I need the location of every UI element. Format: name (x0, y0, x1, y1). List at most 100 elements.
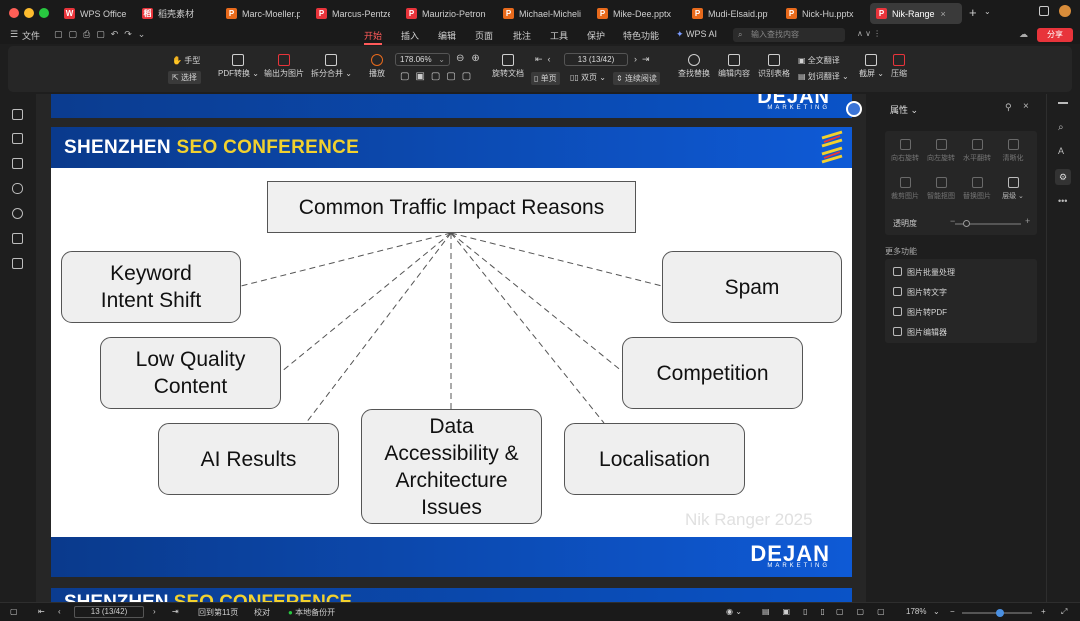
attachment-icon[interactable] (12, 208, 23, 219)
page-badge-icon[interactable] (846, 101, 862, 117)
word-translate-button[interactable]: ▤ 划词翻译 ⌄ (798, 72, 849, 81)
collapse-icon[interactable] (1058, 102, 1068, 104)
first-page-icon[interactable]: ⇤ (38, 607, 45, 616)
find-replace-button[interactable]: 查找替换 (678, 54, 710, 79)
window-mode-icon[interactable] (1039, 6, 1049, 16)
zoom-slider[interactable] (962, 609, 1032, 617)
maximize-window-button[interactable] (39, 8, 49, 18)
page-number-input[interactable]: 13 (13/42) (564, 53, 628, 66)
back-to-page-button[interactable]: 回到第11页 (198, 608, 239, 617)
quick-access-icons[interactable]: ▢▢⎙▢↶↷⌄ (54, 29, 152, 39)
opacity-minus-icon[interactable]: − (950, 216, 956, 226)
search-input[interactable]: ⌕ 输入查找内容 (733, 28, 845, 42)
menu-file[interactable]: 文件 (22, 31, 41, 41)
screenshot-button[interactable]: 截屏 ⌄ (859, 54, 884, 79)
bookmark-icon[interactable] (12, 133, 23, 144)
status-page-input[interactable]: 13 (13/42) (74, 606, 144, 618)
zoom-dropdown-icon[interactable]: ⌄ (933, 607, 940, 616)
single-page-button[interactable]: ▯ 单页 (531, 72, 560, 85)
recognize-table-button[interactable]: 识别表格 (758, 54, 790, 79)
comment-icon[interactable] (12, 183, 23, 194)
menu-insert[interactable]: 插入 (401, 31, 420, 41)
play-button[interactable]: 播放 (369, 54, 385, 79)
close-window-button[interactable] (9, 8, 19, 18)
outline-icon[interactable] (12, 109, 23, 120)
menu-features[interactable]: 特色功能 (623, 31, 660, 41)
split-merge-button[interactable]: 拆分合并 ⌄ (311, 54, 352, 79)
zoom-select[interactable]: 178.06%⌄ (395, 53, 450, 66)
minimize-window-button[interactable] (24, 8, 34, 18)
tab-list-chevron-icon[interactable]: ⌄ (984, 7, 991, 16)
rotate-doc-button[interactable]: 旋转文档 (492, 54, 524, 79)
edit-content-button[interactable]: 编辑内容 (718, 54, 750, 79)
image-icon[interactable] (12, 233, 23, 244)
share-button[interactable]: 分享 (1037, 28, 1073, 42)
menu-protect[interactable]: 保护 (587, 31, 606, 41)
panel-title[interactable]: 属性 ⌄ (890, 105, 919, 115)
pdf-convert-button[interactable]: PDF转换 ⌄ (218, 54, 259, 79)
avatar[interactable] (1059, 5, 1071, 17)
zoom-out-icon[interactable]: − (950, 607, 955, 616)
replace-image-button[interactable]: 替换图片 (959, 177, 995, 201)
continuous-read-button[interactable]: ⇕ 连续阅读 (613, 72, 660, 85)
opacity-slider[interactable] (955, 220, 1021, 227)
view-mode-icons[interactable]: ▤▣▯▯ (762, 607, 838, 616)
thumbnail-icon[interactable] (12, 158, 23, 169)
rotate-right-button[interactable]: 向右旋转 (887, 139, 923, 163)
fullscreen-icon[interactable]: ⤢ (1061, 607, 1068, 616)
new-tab-icon[interactable]: + (969, 5, 977, 20)
opacity-plus-icon[interactable]: + (1025, 216, 1031, 226)
menu-edit[interactable]: 编辑 (438, 31, 457, 41)
image-to-pdf-button[interactable]: 图片转PDF (907, 308, 947, 317)
menu-home[interactable]: 开始 (364, 31, 383, 45)
flip-horizontal-button[interactable]: 水平翻转 (959, 139, 995, 163)
search-icon[interactable]: ⌕ (1058, 122, 1064, 133)
search-nav-icons[interactable]: ∧ ∨ ⋮ (857, 29, 882, 38)
image-editor-button[interactable]: 图片编辑器 (907, 328, 947, 337)
sharpen-button[interactable]: 清晰化 (995, 139, 1031, 163)
cloud-sync-icon[interactable]: ☁ (1019, 29, 1028, 39)
more-icon[interactable]: ••• (1058, 196, 1068, 206)
proofread-button[interactable]: 校对 (254, 608, 270, 617)
backup-status[interactable]: ● 本地备份开 (288, 608, 336, 617)
zoom-buttons[interactable]: ⊖⊕ (456, 53, 487, 64)
export-image-button[interactable]: 输出为图片 (264, 54, 304, 79)
layer-button[interactable]: 层级 ⌄ (995, 177, 1031, 201)
eye-icon[interactable]: ◉ ⌄ (726, 607, 742, 616)
close-tab-icon[interactable]: × (940, 8, 946, 19)
rotate-left-button[interactable]: 向左旋转 (923, 139, 959, 163)
layers-icon[interactable] (12, 258, 23, 269)
properties-icon[interactable]: ⚙ (1055, 169, 1071, 185)
menu-wps-ai[interactable]: ✦ WPS AI (676, 29, 718, 39)
next-page-icon[interactable]: › (153, 607, 156, 616)
full-translate-button[interactable]: ▣ 全文翻译 (798, 56, 840, 65)
hand-tool-button[interactable]: ✋ 手型 (172, 56, 201, 65)
hamburger-icon[interactable]: ☰ (10, 29, 19, 39)
smart-cutout-button[interactable]: 智能抠图 (923, 177, 959, 201)
select-tool-button[interactable]: ⇱ 选择 (168, 71, 201, 84)
batch-image-button[interactable]: 图片批量处理 (907, 268, 955, 277)
sidebar-toggle-icon[interactable]: ▢ (10, 607, 18, 616)
translate-icon[interactable]: A (1058, 146, 1065, 156)
compress-button[interactable]: 压缩 (891, 54, 907, 79)
tab-docer[interactable]: 稻稻壳素材 (142, 8, 195, 19)
image-to-text-button[interactable]: 图片转文字 (907, 288, 947, 297)
menu-tools[interactable]: 工具 (550, 31, 569, 41)
crop-image-button[interactable]: 裁剪图片 (887, 177, 923, 201)
opacity-slider-thumb[interactable] (963, 220, 970, 227)
next-last-page-icons[interactable]: ›⇥ (634, 54, 655, 64)
first-prev-page-icons[interactable]: ⇤‹ (535, 54, 556, 64)
prev-page-icon[interactable]: ‹ (58, 607, 61, 616)
status-zoom-value[interactable]: 178% (906, 607, 927, 616)
close-icon[interactable]: × (1023, 101, 1029, 112)
last-page-icon[interactable]: ⇥ (172, 607, 179, 616)
menu-page[interactable]: 页面 (475, 31, 494, 41)
